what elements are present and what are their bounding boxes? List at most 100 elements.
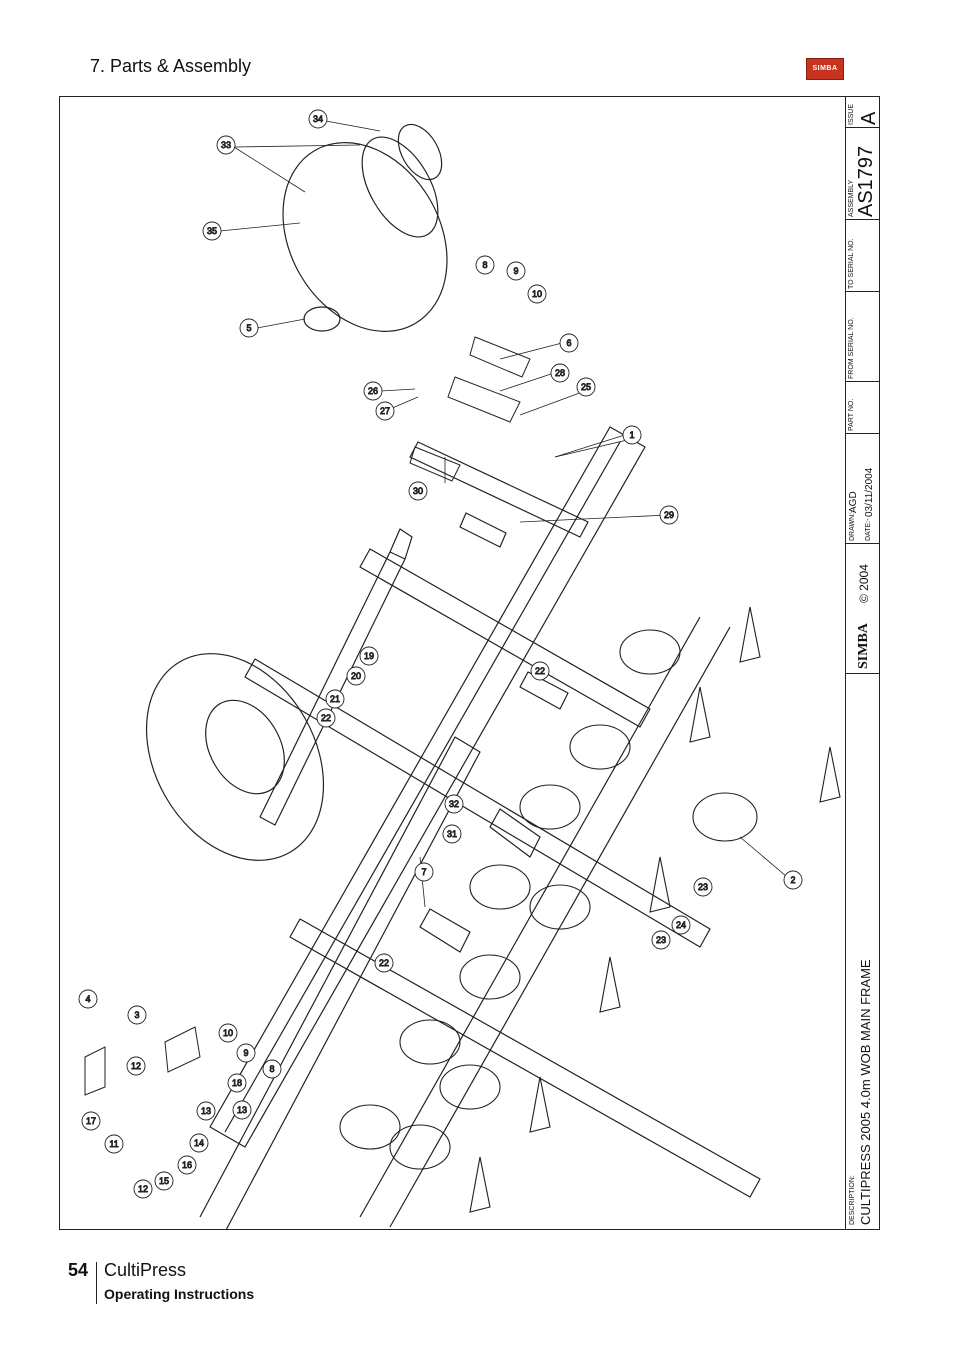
- assembly-label: ASSEMBLY: [848, 179, 855, 217]
- callout-12: 12: [126, 1056, 146, 1076]
- manual-subtitle: Operating Instructions: [104, 1286, 255, 1302]
- svg-text:30: 30: [413, 486, 423, 496]
- callout-9b: 9: [236, 1043, 256, 1063]
- callout-10b: 10: [218, 1023, 238, 1043]
- exploded-rim-face: [397, 123, 443, 181]
- callout-6: 6: [559, 333, 579, 353]
- callout-1: 1: [622, 425, 642, 445]
- svg-text:17: 17: [86, 1116, 96, 1126]
- page-number: 54: [68, 1260, 89, 1280]
- part-no-label: PART NO.: [848, 398, 855, 431]
- to-serial-label: TO SERIAL NO.: [848, 238, 855, 289]
- packer-axle-2: [389, 626, 731, 1228]
- callout-22b: 22: [316, 708, 336, 728]
- svg-text:24: 24: [676, 920, 686, 930]
- callout-20: 20: [346, 666, 366, 686]
- title-block: ISSUE A ASSEMBLY AS1797 TO SERIAL NO. FR…: [845, 97, 880, 1229]
- rear-wheel-rim: [205, 699, 285, 795]
- callout-35: 35: [202, 221, 222, 241]
- brand-logo: SIMBA: [856, 623, 871, 669]
- part-no-cell: PART NO.: [846, 381, 880, 434]
- callout-3: 3: [127, 1005, 147, 1025]
- svg-text:13: 13: [201, 1106, 211, 1116]
- svg-text:14: 14: [194, 1138, 204, 1148]
- assembly-value: AS1797: [855, 145, 877, 217]
- drawbar: [259, 551, 406, 826]
- svg-text:4: 4: [85, 994, 90, 1004]
- callout-7: 7: [414, 862, 434, 882]
- cross-member-3: [359, 548, 651, 728]
- description-label: DESCRIPTION:: [849, 1175, 856, 1225]
- assembly-cell: ASSEMBLY AS1797: [846, 127, 880, 220]
- callout-14: 14: [189, 1133, 209, 1153]
- callout-9: 9: [506, 261, 526, 281]
- callout-23b: 23: [651, 930, 671, 950]
- front-toolbar: [199, 736, 481, 1229]
- svg-text:16: 16: [182, 1160, 192, 1170]
- description-cell: DESCRIPTION: CULTIPRESS 2005 4.0m WOB MA…: [846, 673, 880, 1229]
- svg-text:27: 27: [380, 406, 390, 416]
- svg-text:21: 21: [330, 694, 340, 704]
- callout-16: 16: [177, 1155, 197, 1175]
- callout-30: 30: [408, 481, 428, 501]
- svg-text:8: 8: [482, 260, 487, 270]
- drawn-value: AGD: [848, 491, 859, 513]
- callout-24: 24: [671, 915, 691, 935]
- drawn-label: DRAWN:-: [849, 510, 856, 541]
- packer-axle: [359, 616, 701, 1218]
- svg-text:9: 9: [513, 266, 518, 276]
- callout-34: 34: [308, 109, 328, 129]
- callout-33: 33: [216, 135, 236, 155]
- date-label: DATE:-: [865, 518, 872, 541]
- svg-text:1: 1: [629, 430, 634, 440]
- svg-text:25: 25: [581, 382, 591, 392]
- product-name: CultiPress: [104, 1260, 187, 1280]
- footer-divider: [96, 1262, 97, 1304]
- svg-text:33: 33: [221, 140, 231, 150]
- callout-17: 17: [81, 1111, 101, 1131]
- cross-member-2: [289, 918, 761, 1198]
- exploded-assembly-drawing: 34 33 35 5 8 9 10 6 28 26 27 25 1 30 29 …: [78, 109, 841, 1229]
- callout-32: 32: [444, 794, 464, 814]
- drawn-date-cell: DRAWN:- AGD DATE:- 03/11/2004: [846, 433, 880, 544]
- callout-22c: 22: [374, 953, 394, 973]
- exploded-rim: [361, 136, 439, 238]
- callout-2: 2: [783, 870, 803, 890]
- svg-text:19: 19: [364, 651, 374, 661]
- svg-text:2: 2: [790, 875, 795, 885]
- cross-member-4: [409, 441, 589, 538]
- svg-text:15: 15: [159, 1176, 169, 1186]
- callout-21: 21: [325, 689, 345, 709]
- callout-10: 10: [527, 284, 547, 304]
- exploded-tyre: [282, 142, 448, 332]
- svg-text:8: 8: [269, 1064, 274, 1074]
- from-serial-label: FROM SERIAL NO.: [848, 317, 855, 379]
- svg-text:32: 32: [449, 799, 459, 809]
- svg-text:10: 10: [223, 1028, 233, 1038]
- callout-26: 26: [363, 381, 383, 401]
- section-title: 7. Parts & Assembly: [90, 56, 252, 76]
- svg-text:12: 12: [131, 1061, 141, 1071]
- callout-27: 27: [375, 401, 395, 421]
- callout-11: 11: [104, 1134, 124, 1154]
- svg-text:10: 10: [532, 289, 542, 299]
- to-serial-cell: TO SERIAL NO.: [846, 219, 880, 292]
- svg-text:13: 13: [237, 1105, 247, 1115]
- issue-value: A: [858, 111, 880, 125]
- wheel-hub: [303, 306, 341, 332]
- svg-text:23: 23: [698, 882, 708, 892]
- svg-text:11: 11: [109, 1139, 118, 1149]
- callout-29: 29: [659, 505, 679, 525]
- svg-text:22: 22: [321, 713, 331, 723]
- callout-13: 13: [232, 1100, 252, 1120]
- svg-text:26: 26: [368, 386, 378, 396]
- callout-18: 18: [227, 1073, 247, 1093]
- from-serial-cell: FROM SERIAL NO.: [846, 291, 880, 382]
- svg-text:18: 18: [232, 1078, 242, 1088]
- svg-text:22: 22: [379, 958, 389, 968]
- main-beam-inner: [224, 441, 621, 1133]
- callout-25: 25: [576, 377, 596, 397]
- svg-text:29: 29: [664, 510, 674, 520]
- svg-text:7: 7: [421, 867, 426, 877]
- svg-text:31: 31: [447, 829, 457, 839]
